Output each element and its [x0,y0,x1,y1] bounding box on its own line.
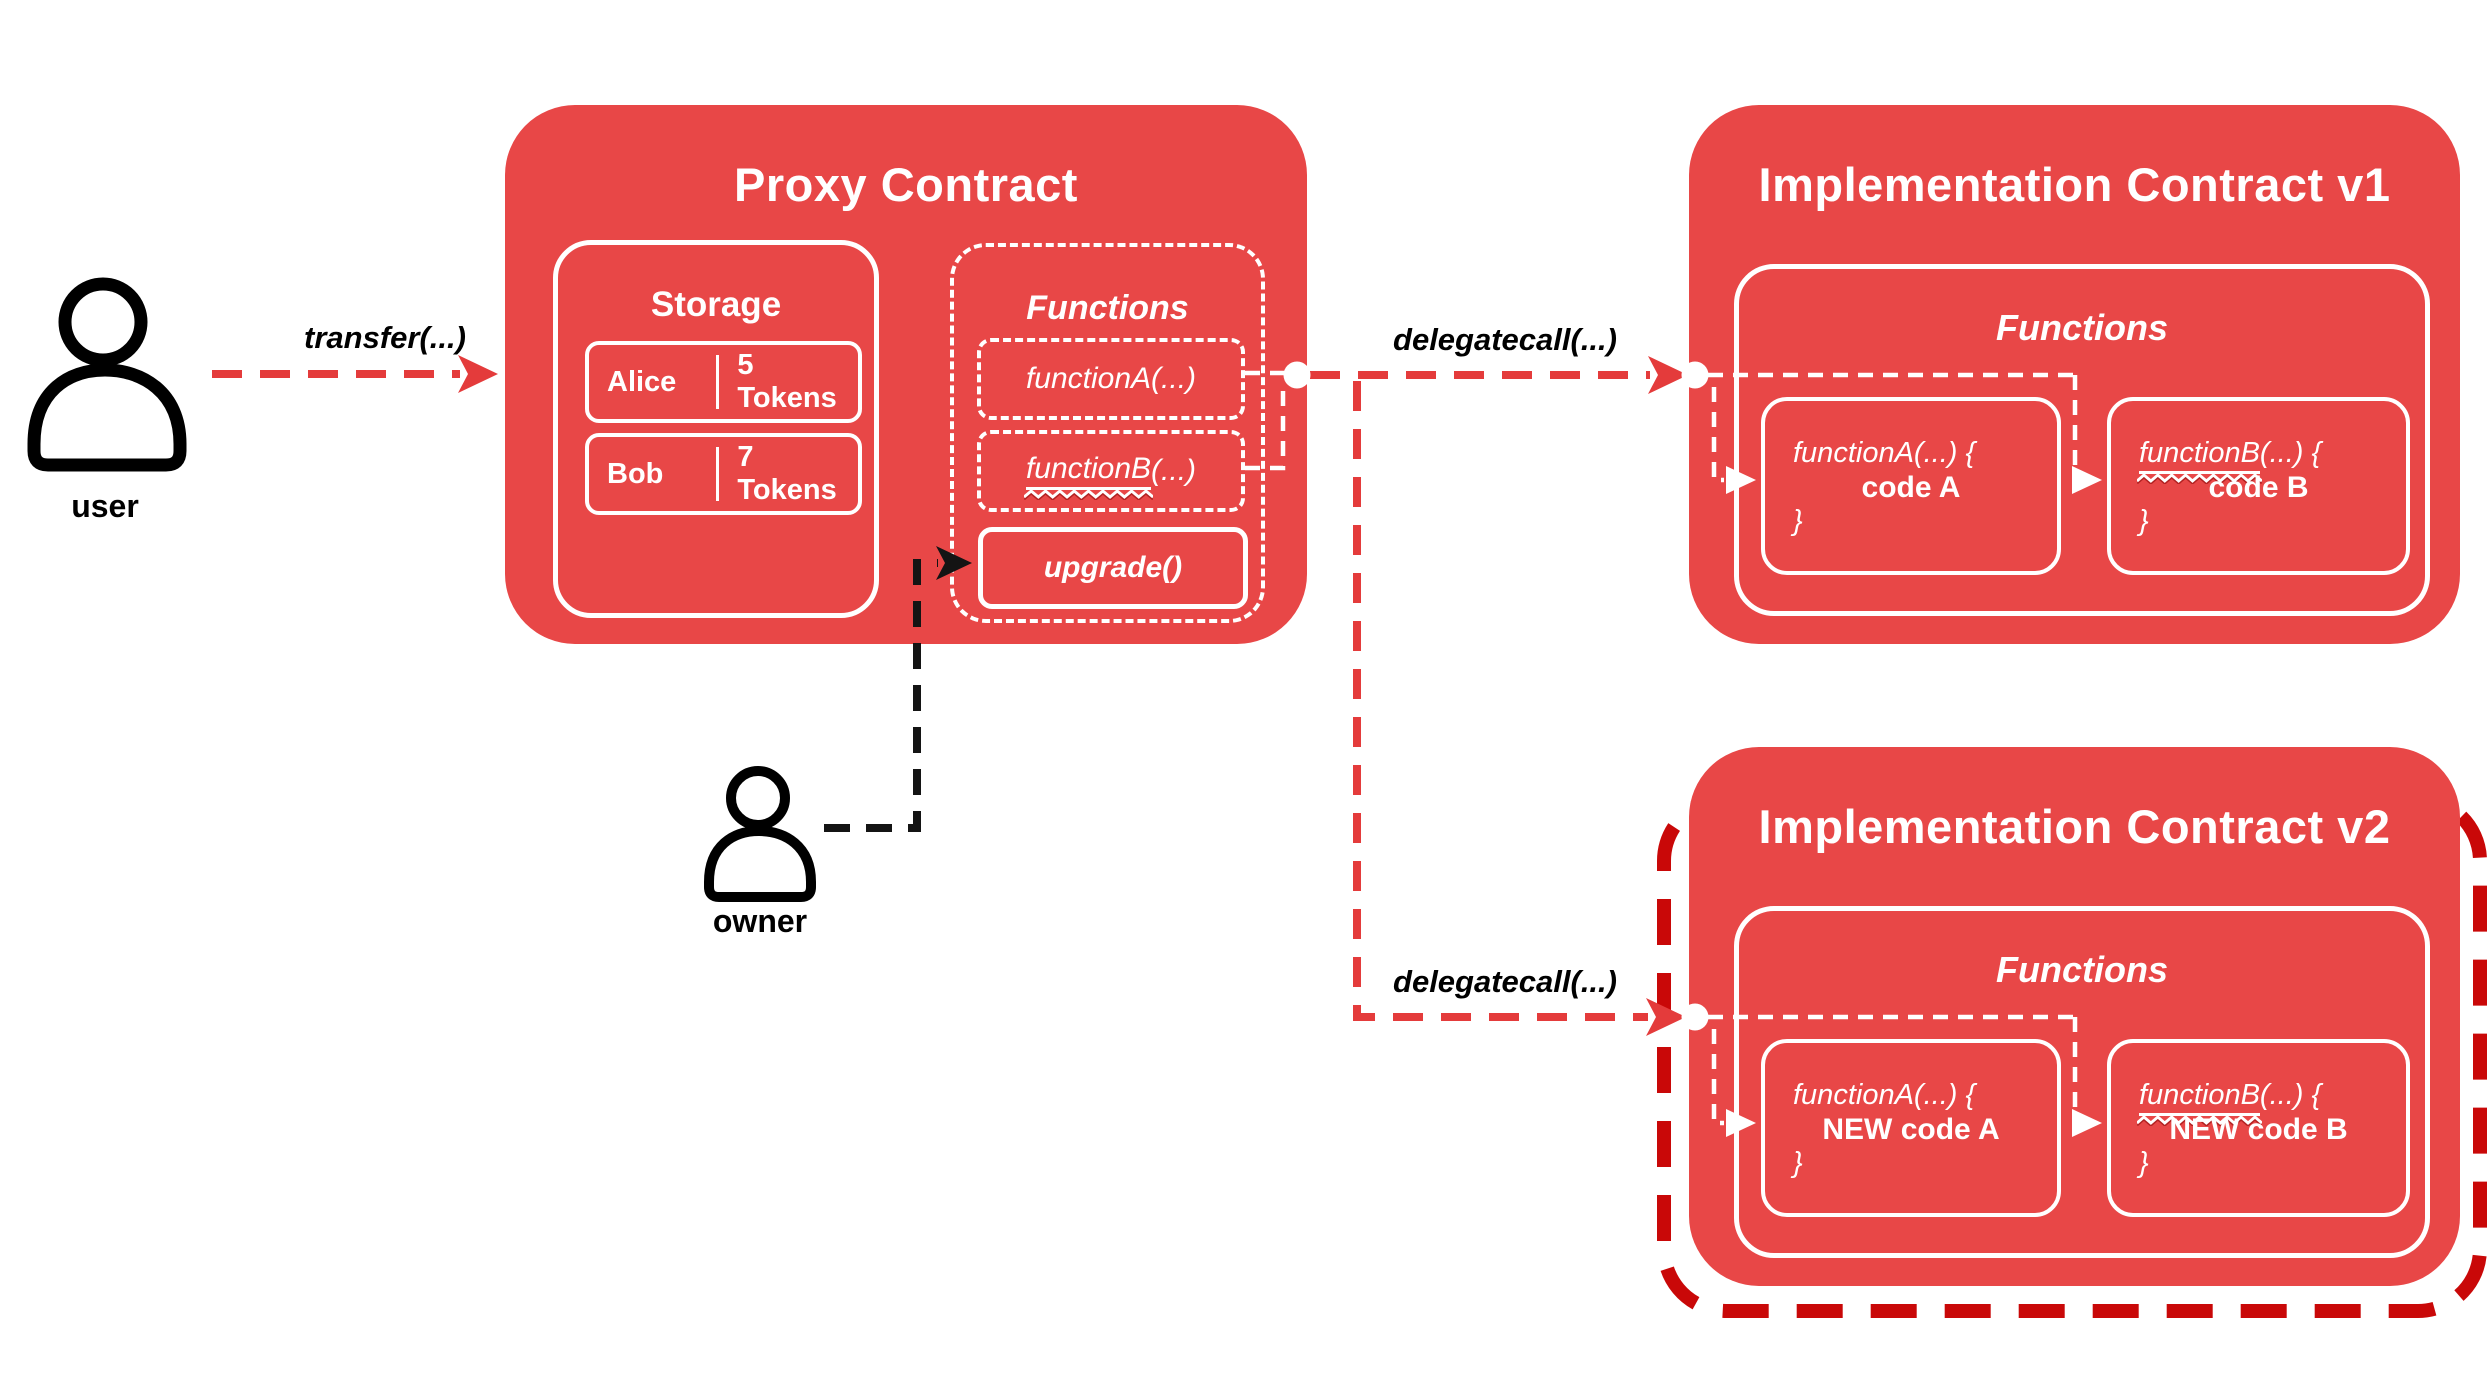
storage-row-divider [716,355,720,409]
proxy-function-a-item: functionA(...) [977,338,1245,420]
proxy-contract-title: Proxy Contract [734,158,1078,211]
owner-icon [700,760,820,902]
storage-box: Storage Alice 5 Tokens Bob 7 Tokens [553,240,879,618]
spellcheck-squiggle [1023,489,1154,500]
proxy-function-b-item: functionB (...) [977,430,1245,512]
edge-delegatecall-v2-branch [1353,381,1686,1036]
delegatecall-v2-label: delegatecall(...) [1393,964,1617,999]
function-args: (...) [1151,454,1197,487]
function-body: NEW code B [2169,1113,2348,1146]
impl-v1-functions-box: Functions functionA(...) { code A } func… [1734,264,2430,616]
impl-v1-title: Implementation Contract v1 [1758,158,2391,211]
function-signature: functionA(...) { [1793,437,1976,469]
user-label: user [71,488,139,524]
proxy-functions-box: Functions functionA(...) functionB (...)… [950,243,1265,623]
impl-v2-title: Implementation Contract v2 [1758,800,2391,853]
function-signature: functionA(...) { [1793,1079,1976,1111]
storage-row-value: 5 Tokens [737,349,837,414]
impl-v2-functions-title: Functions [1996,949,2168,990]
owner-label: owner [712,903,808,939]
delegatecall-v1-label: delegatecall(...) [1393,322,1617,357]
impl-v1-functions-title: Functions [1996,307,2168,348]
proxy-contract-box: Proxy Contract Storage Alice 5 Tokens Bo… [505,105,1307,644]
storage-row-name: Bob [607,457,664,490]
function-name: functionB [1025,452,1152,485]
edge-transfer-arrow [212,355,498,393]
storage-row-alice: Alice 5 Tokens [585,341,862,423]
edge-delegatecall-v1 [1310,356,1688,394]
function-args: (...) [1151,362,1197,395]
spellcheck-squiggle [2137,473,2262,484]
function-signature: functionB (...) { [2137,1079,2321,1126]
storage-row-value: 7 Tokens [737,441,837,506]
proxy-functions-title: Functions [1026,289,1189,327]
storage-row-bob: Bob 7 Tokens [585,433,862,515]
upgrade-function-item: upgrade() [978,527,1248,609]
closing-brace: } [2139,1147,2149,1179]
function-body: code A [1861,471,1961,504]
impl-v1-function-b-box: functionB (...) { code B } [2107,397,2410,575]
closing-brace: } [1793,1147,1803,1179]
functionb-underlined: functionB [1023,452,1154,500]
storage-row-name: Alice [607,365,677,398]
function-name: functionA [1025,362,1152,395]
function-body: code B [2208,471,2309,504]
transfer-edge-label: transfer(...) [304,320,466,355]
impl-v2-box: Implementation Contract v2 Functions fun… [1689,747,2460,1286]
impl-v1-box: Implementation Contract v1 Functions fun… [1689,105,2460,644]
upgrade-label: upgrade() [1043,551,1183,584]
impl-v1-function-a-box: functionA(...) { code A } [1761,397,2061,575]
storage-row-divider [716,447,720,501]
function-body: NEW code A [1822,1113,2000,1146]
impl-v2-function-b-box: functionB (...) { NEW code B } [2107,1039,2410,1217]
closing-brace: } [1793,505,1803,537]
user-icon [22,268,192,473]
closing-brace: } [2139,505,2149,537]
person-icon [704,766,816,902]
function-signature: functionB (...) { [2137,437,2321,484]
impl-v2-function-a-box: functionA(...) { NEW code A } [1761,1039,2061,1217]
person-icon [27,277,187,472]
impl-v2-functions-box: Functions functionA(...) { NEW code A } … [1734,906,2430,1258]
junction-dots [1283,361,1709,1031]
storage-title: Storage [650,285,782,324]
